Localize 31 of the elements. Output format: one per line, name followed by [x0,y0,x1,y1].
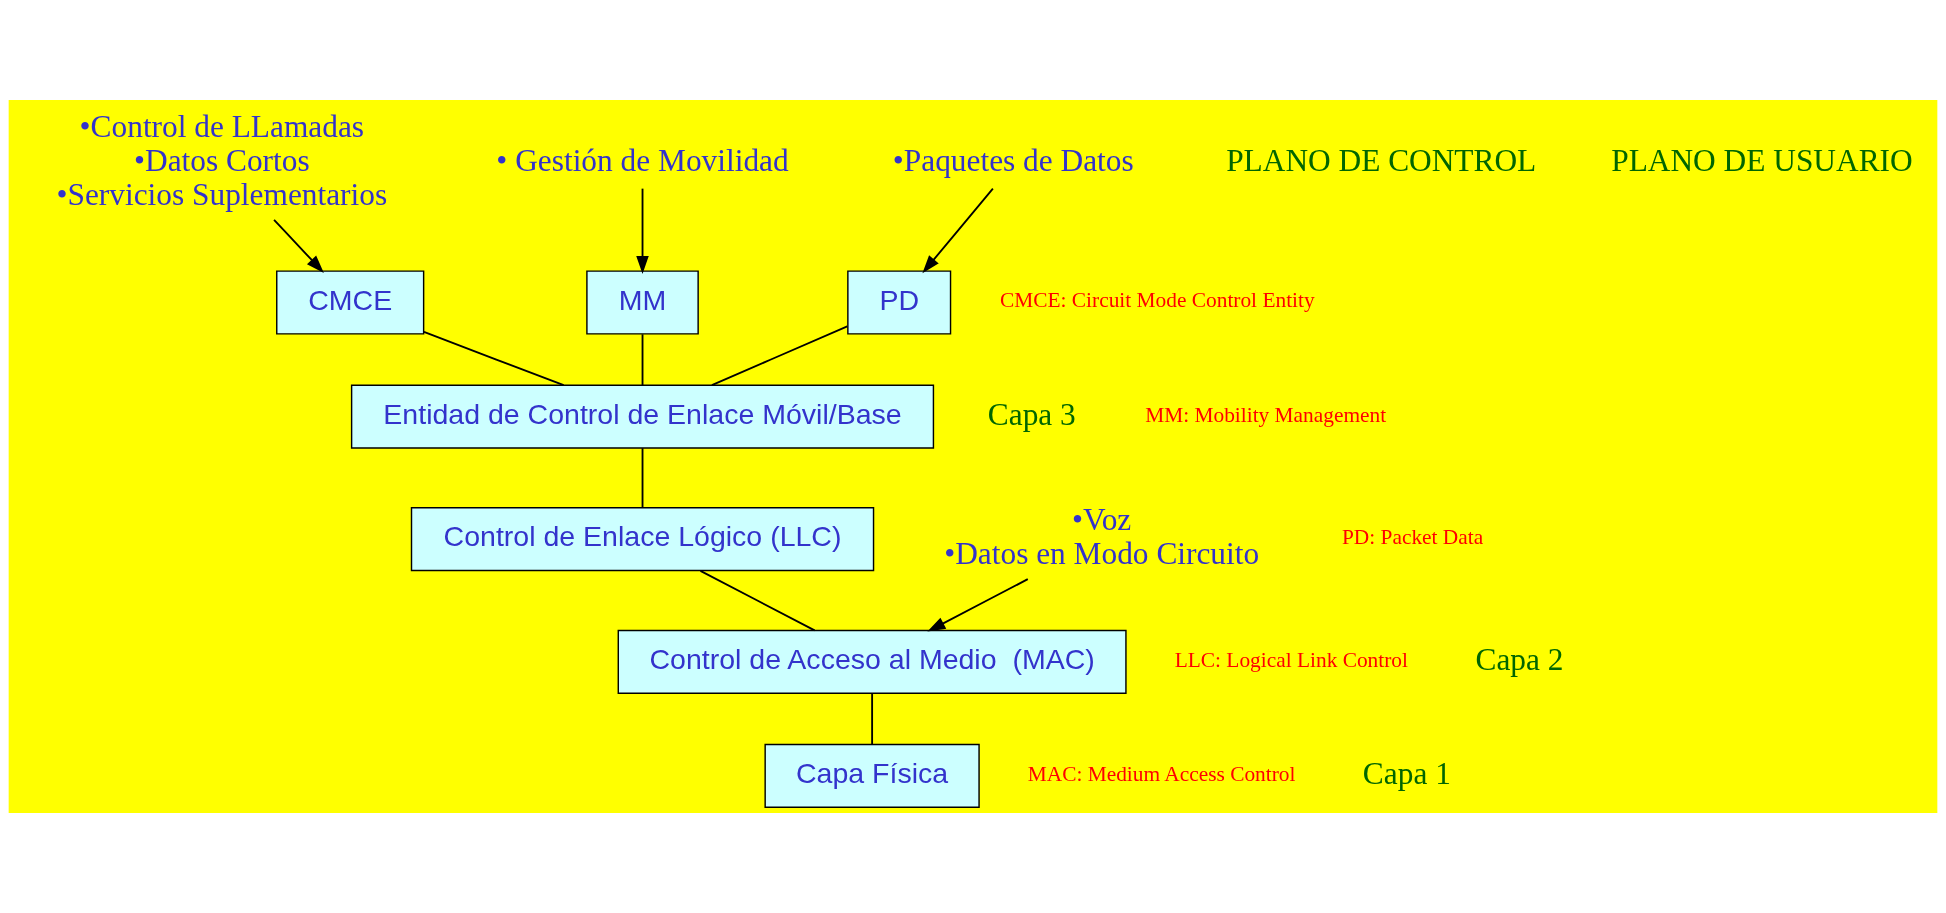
node-box: Control de Acceso al Medio (MAC) [617,629,1127,694]
label: MM: Mobility Management [1145,402,1387,427]
arrow [922,187,994,274]
label: Capa 1 [1362,755,1451,791]
label: PLANO DE CONTROL [1226,142,1537,178]
connector [423,331,565,387]
node-text: •Control de LLamadas •Datos Cortos •Servicios Suplementarios [56,108,388,212]
node-text: •Paquetes de Datos [892,142,1134,178]
node-box: PD [847,270,952,335]
label: Capa 2 [1475,641,1564,677]
arrow [636,187,649,274]
label: CMCE: Circuit Mode Control Entity [999,288,1315,313]
connector [641,447,644,509]
arrow [273,218,324,273]
node-box: MM [586,270,699,335]
connector [641,333,644,387]
label: PLANO DE USUARIO [1611,142,1913,178]
label: MAC: Medium Access Control [1027,761,1296,786]
node-box: Control de Enlace Lógico (LLC) [410,507,875,572]
node-text: •Voz •Datos en Modo Circuito [944,502,1260,572]
label: LLC: Logical Link Control [1174,647,1409,672]
arrow [927,578,1029,632]
label: PD: Packet Data [1341,525,1484,550]
node-text: • Gestión de Movilidad [496,142,789,178]
connector [871,692,874,746]
label: Capa 3 [987,396,1076,432]
node-box: Capa Física [764,743,980,808]
connector [711,325,849,386]
node-box: CMCE [276,270,425,335]
connector [699,569,816,632]
node-box: Entidad de Control de Enlace Móvil/Base [350,384,935,449]
